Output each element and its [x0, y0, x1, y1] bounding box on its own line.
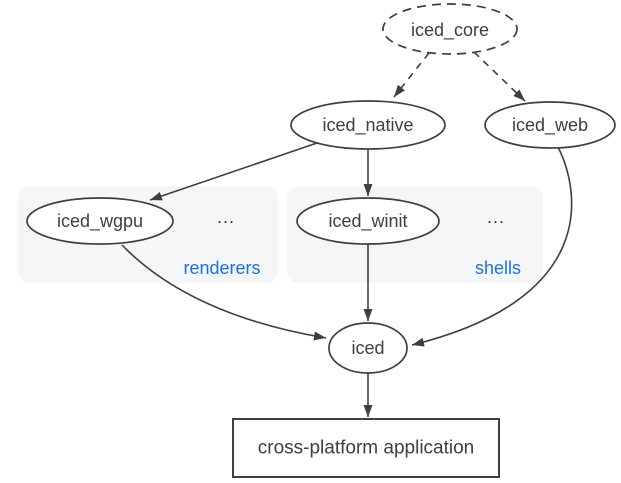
renderers-ellipsis: ... — [216, 207, 236, 227]
edge-iced-wgpu-to-iced — [121, 244, 327, 341]
node-shape-iced-wgpu — [26, 197, 174, 245]
node-shape-iced — [328, 322, 408, 374]
node-shape-iced-native — [290, 100, 446, 150]
node-label-iced-wgpu: iced_wgpu — [56, 211, 144, 231]
edge-iced-core-to-iced-native — [393, 52, 430, 98]
edge-iced-core-to-iced-web — [473, 51, 526, 102]
node-label-app: cross-platform application — [257, 437, 475, 459]
edge-iced-web-to-iced — [411, 146, 573, 347]
node-shape-app — [232, 418, 500, 478]
node-shapes — [26, 3, 616, 478]
edge-iced-native-to-iced-wgpu — [149, 142, 318, 201]
node-label-iced-web: iced_web — [511, 115, 589, 135]
node-label-iced-core: iced_core — [410, 20, 490, 40]
node-shape-iced-core — [382, 3, 518, 55]
node-shape-iced-winit — [296, 197, 440, 245]
node-label-iced-native: iced_native — [322, 115, 414, 135]
edge-lines — [121, 51, 573, 417]
shells-ellipsis: ... — [486, 207, 506, 227]
renderers-group-label: renderers — [183, 258, 261, 278]
node-shape-iced-web — [484, 101, 616, 149]
node-label-iced-winit: iced_winit — [328, 211, 408, 231]
node-label-iced: iced — [351, 338, 385, 358]
shells-group-label: shells — [474, 258, 522, 278]
